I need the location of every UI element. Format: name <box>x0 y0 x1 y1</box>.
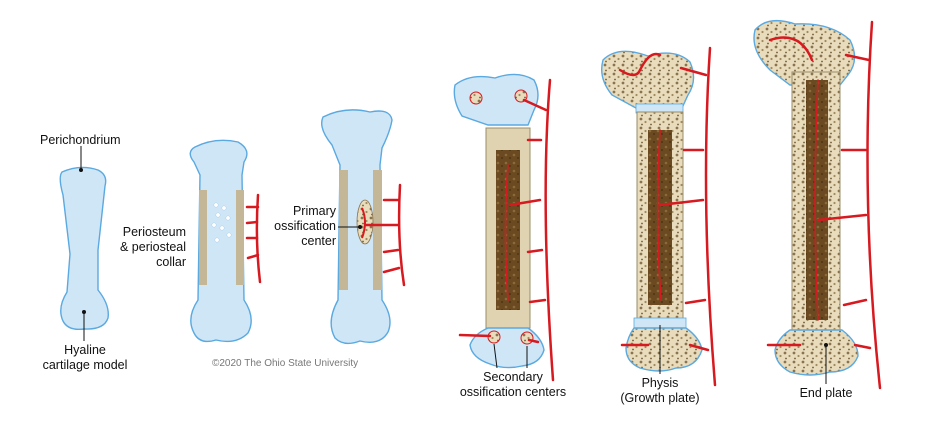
stage-primary-ossification <box>320 109 406 345</box>
pointer-secondary-left <box>493 343 498 369</box>
marrow-cavity <box>496 150 520 310</box>
blood-vessel <box>245 193 262 284</box>
epiphysis-bottom <box>469 327 545 369</box>
marrow-cavity <box>806 80 828 320</box>
periosteum-line-3: collar <box>156 255 186 269</box>
periosteal-collar-right <box>236 190 244 285</box>
primary-line-2: ossification <box>274 219 336 233</box>
epiphysis-top <box>600 50 695 109</box>
label-perichondrium: Perichondrium <box>40 133 121 148</box>
blood-vessel <box>364 183 406 287</box>
label-end-plate: End plate <box>786 386 866 401</box>
blood-vessel <box>766 20 882 390</box>
perichondrium-text: Perichondrium <box>40 133 121 147</box>
periosteum-line-2: & periosteal <box>119 240 186 254</box>
physis-line-1: Physis <box>641 376 679 390</box>
periosteal-collar-left <box>199 190 207 285</box>
periosteal-collar-right <box>373 170 382 290</box>
cartilage-model-shape <box>59 166 109 331</box>
secondary-line-2: ossification centers <box>459 385 567 399</box>
copyright-notice: ©2020 The Ohio State University <box>212 358 358 369</box>
pointer-dot <box>82 310 86 314</box>
label-secondary-ossification: Secondary ossification centers <box>448 370 578 400</box>
secondary-line-1: Secondary <box>483 370 543 384</box>
label-primary-ossification: Primary ossification center <box>268 204 336 249</box>
primary-line-1: Primary <box>292 204 336 218</box>
end-plate-text: End plate <box>799 386 853 400</box>
epiphysis-top <box>453 73 539 126</box>
stage-periosteal-collar <box>189 139 262 343</box>
hyaline-line-1: Hyaline <box>64 343 106 357</box>
physis-line-2: (Growth plate) <box>620 391 700 405</box>
ossification-vessel <box>361 207 366 239</box>
pointer-dot <box>79 168 83 172</box>
pointer-dot <box>358 225 362 229</box>
hypertrophic-chondrocytes <box>211 202 232 243</box>
label-periosteum: Periosteum & periosteal collar <box>112 225 186 270</box>
copyright-text: ©2020 The Ohio State University <box>212 358 359 369</box>
stage-secondary-ossification <box>453 73 555 382</box>
label-hyaline-cartilage: Hyaline cartilage model <box>40 343 130 373</box>
periosteal-collar-left <box>339 170 348 290</box>
blood-vessel <box>618 46 717 387</box>
epiphysis-bottom <box>625 327 703 372</box>
stage-hyaline-cartilage <box>59 146 109 341</box>
hyaline-line-2: cartilage model <box>42 358 128 372</box>
label-physis: Physis (Growth plate) <box>615 376 705 406</box>
epiphysis-bottom <box>774 329 859 376</box>
stage-end-plate <box>753 19 882 390</box>
pointer-dot <box>824 343 828 347</box>
stage-physis <box>600 46 717 387</box>
primary-line-3: center <box>301 234 336 248</box>
blood-vessel <box>458 78 555 382</box>
periosteum-line-1: Periosteum <box>122 225 186 239</box>
